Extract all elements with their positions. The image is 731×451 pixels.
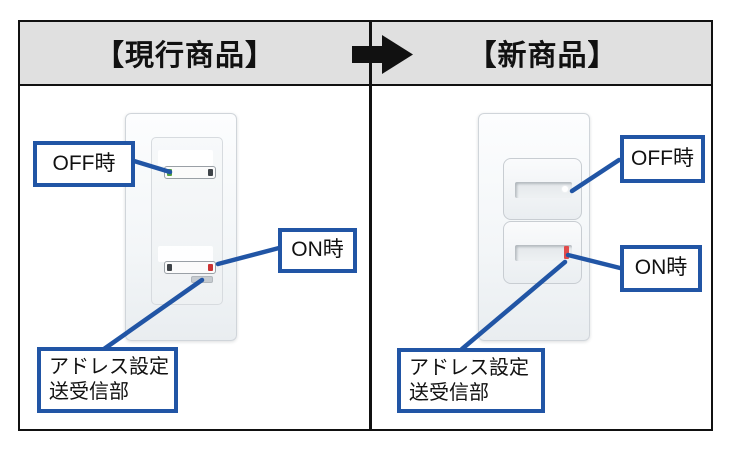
current-off-callout: OFF時	[33, 141, 135, 187]
red-led-icon	[208, 264, 213, 271]
current-on-switch-bar	[164, 261, 216, 274]
header-cell-current: 【現行商品】	[20, 22, 350, 84]
new-on-rocker-button	[503, 221, 582, 284]
new-address-callout: アドレス設定 送受信部	[397, 348, 545, 413]
current-off-label: OFF時	[52, 151, 116, 175]
current-on-callout: ON時	[278, 228, 357, 273]
new-product-title: 【新商品】	[467, 40, 618, 72]
header-cell-new: 【新商品】	[375, 22, 710, 84]
green-led-icon	[167, 169, 172, 176]
new-on-callout: ON時	[620, 245, 702, 292]
new-off-rocker-button	[503, 158, 582, 220]
current-switch-module	[151, 137, 223, 305]
dark-cap-icon	[167, 264, 172, 271]
current-off-switch-bar	[164, 166, 216, 179]
current-product-image	[125, 113, 237, 341]
dark-cap-icon	[208, 169, 213, 176]
arrow-body	[352, 46, 383, 63]
new-off-callout: OFF時	[620, 135, 705, 183]
current-address-callout: アドレス設定 送受信部	[37, 347, 178, 413]
column-divider	[369, 22, 372, 429]
current-address-label-line1: アドレス設定	[49, 356, 169, 378]
new-off-label: OFF時	[631, 146, 694, 170]
current-address-transceiver-part	[191, 276, 213, 283]
red-led-icon	[564, 246, 569, 259]
new-address-label-line1: アドレス設定	[409, 356, 529, 379]
current-address-label-line2: 送受信部	[49, 381, 129, 403]
current-on-label: ON時	[291, 238, 344, 262]
current-lower-reflection	[158, 246, 213, 262]
current-upper-reflection	[158, 150, 213, 166]
new-product-image	[478, 113, 590, 341]
new-on-indicator-window	[515, 245, 572, 261]
current-product-title: 【現行商品】	[94, 40, 275, 72]
white-dot-led-icon	[562, 186, 568, 192]
new-on-label: ON時	[634, 256, 688, 280]
arrow-head	[382, 35, 413, 74]
arrow-right-icon	[352, 35, 413, 74]
new-address-label-line2: 送受信部	[409, 381, 489, 404]
new-off-indicator-window	[515, 182, 572, 198]
